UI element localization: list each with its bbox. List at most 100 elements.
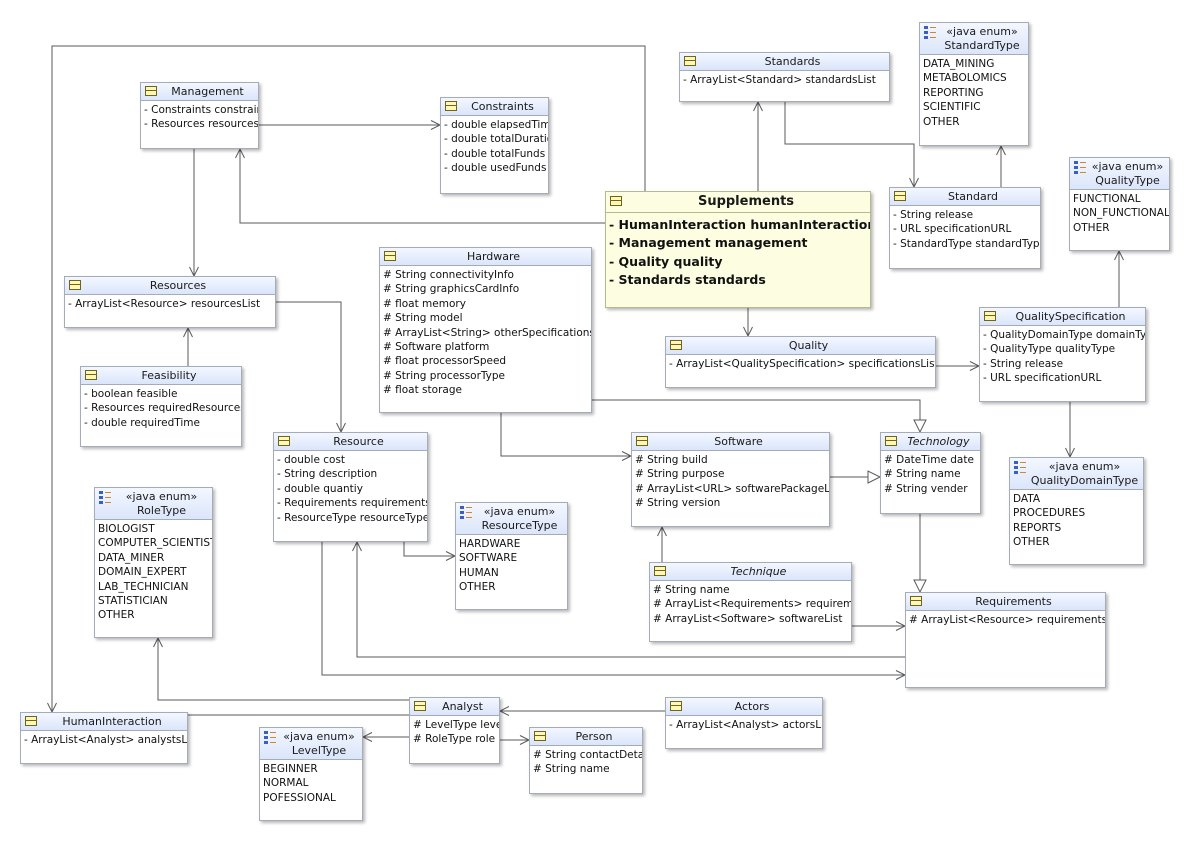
class-header: «java enum»RoleType	[95, 488, 212, 520]
member: PROCEDURES	[1013, 507, 1086, 520]
class-analyst[interactable]: Analyst # LevelType level# RoleType role	[409, 697, 500, 764]
class-software[interactable]: Software # String build# String purpose#…	[631, 432, 830, 527]
class-members: # String connectivityInfo# String graphi…	[380, 266, 591, 400]
connector-supplements-management	[235, 147, 605, 224]
arrowhead	[657, 525, 667, 537]
class-name: Constraints	[471, 100, 534, 113]
class-name: RoleType	[137, 504, 186, 517]
member: FUNCTIONAL	[1073, 193, 1141, 205]
arrowhead	[909, 177, 919, 189]
class-icon	[384, 251, 396, 261]
member: # String purpose	[635, 468, 725, 481]
class-members: - QualityDomainType domainType- QualityT…	[980, 326, 1145, 388]
class-management[interactable]: Management - Constraints constraint- Res…	[140, 82, 259, 149]
arrowhead	[189, 266, 199, 278]
member: DATA_MINING	[923, 58, 995, 70]
member: # String graphicsCardInfo	[383, 283, 520, 296]
class-icon	[85, 370, 97, 380]
member: - Quality quality	[609, 253, 723, 269]
member: # LevelType level	[413, 719, 500, 731]
member: # ArrayList<URL> softwarePackageList	[635, 482, 830, 495]
class-header: «java enum»QualityType	[1070, 158, 1169, 190]
class-name: Feasibility	[141, 369, 197, 382]
class-header: Requirements	[906, 593, 1105, 611]
member: # String processorType	[383, 369, 506, 382]
class-icon	[278, 436, 290, 446]
member: - StandardType standardType	[893, 237, 1041, 250]
class-quality[interactable]: Quality - ArrayList<QualitySpecification…	[665, 336, 936, 388]
class-qualityspecification[interactable]: QualitySpecification - QualityDomainType…	[979, 307, 1146, 402]
member: - double quantiy	[277, 482, 363, 495]
connector-quality-qualityspecification	[936, 361, 981, 371]
stereotype: «java enum»	[283, 730, 355, 743]
member: - URL specificationURL	[893, 223, 1012, 236]
class-header: Analyst	[410, 698, 499, 716]
class-requirements[interactable]: Requirements # ArrayList<Resource> requi…	[905, 592, 1106, 688]
class-standards[interactable]: Standards - ArrayList<Standard> standard…	[679, 52, 890, 102]
class-feasibility[interactable]: Feasibility - boolean feasible- Resource…	[80, 366, 242, 447]
member: - Standards standards	[609, 272, 766, 288]
class-resources[interactable]: Resources - ArrayList<Resource> resource…	[64, 276, 276, 328]
connector-technique-software	[657, 525, 667, 562]
class-name: Requirements	[975, 595, 1052, 608]
member: # String name	[884, 468, 961, 481]
arrowhead	[1065, 447, 1075, 459]
class-icon	[414, 701, 426, 711]
class-technology[interactable]: Technology # DateTime date# String name#…	[880, 432, 981, 514]
member: - ArrayList<Resource> resourcesList	[68, 298, 261, 310]
member: - String description	[277, 468, 378, 481]
member: - Management management	[609, 235, 808, 251]
class-hardware[interactable]: Hardware # String connectivityInfo# Stri…	[379, 247, 592, 413]
class-supplements[interactable]: Supplements - HumanInteraction humanInte…	[605, 191, 871, 308]
connector-analyst-roletype	[153, 636, 409, 701]
class-icon	[984, 311, 996, 321]
member: - double elapsedTime	[444, 119, 549, 131]
class-name: QualitySpecification	[1015, 310, 1126, 323]
class-constraints[interactable]: Constraints - double elapsedTime- double…	[440, 97, 549, 194]
class-members: - ArrayList<Resource> resourcesList	[65, 295, 275, 313]
class-person[interactable]: Person # String contactDetails# String n…	[529, 727, 643, 794]
class-header: Resource	[274, 433, 427, 451]
class-header: Quality	[666, 337, 935, 355]
class-name: Resource	[333, 435, 384, 448]
class-header: Actors	[666, 698, 822, 716]
member: HUMAN	[459, 566, 499, 579]
class-icon	[69, 280, 81, 290]
class-header: «java enum»StandardType	[920, 23, 1028, 55]
class-name: ResourceType	[481, 519, 558, 532]
connector-software-technology	[830, 470, 882, 484]
arrowhead	[47, 702, 57, 714]
class-name: Analyst	[442, 700, 483, 713]
class-name: StandardType	[944, 39, 1020, 52]
class-icon	[894, 191, 906, 201]
member: - QualityDomainType domainType	[983, 329, 1146, 341]
connector-management-constraints	[259, 120, 442, 130]
class-actors[interactable]: Actors - ArrayList<Analyst> actorsList	[665, 697, 823, 749]
connector-standard-standardtype	[996, 144, 1006, 187]
class-standard[interactable]: Standard - String release- URL specifica…	[889, 187, 1041, 269]
class-humaninteraction[interactable]: HumanInteraction - ArrayList<Analyst> an…	[20, 712, 188, 764]
arrowhead	[621, 451, 633, 461]
class-technique[interactable]: Technique # String name# ArrayList<Requi…	[649, 562, 852, 642]
class-icon	[654, 566, 666, 576]
member: # float processorSpeed	[383, 355, 507, 368]
class-members: # ArrayList<Resource> requirementsList	[906, 611, 1105, 629]
member: # ArrayList<String> otherSpecifications	[383, 326, 592, 339]
class-resource[interactable]: Resource - double cost- String descripti…	[273, 432, 428, 542]
member: - boolean feasible	[84, 388, 178, 400]
arrowhead	[183, 326, 193, 338]
enum-icon	[264, 731, 276, 744]
class-name: Technique	[730, 565, 787, 578]
member: # float memory	[383, 297, 466, 310]
class-icon	[684, 56, 696, 66]
class-members: - double cost- String description- doubl…	[274, 451, 427, 527]
stereotype: «java enum»	[946, 25, 1018, 38]
